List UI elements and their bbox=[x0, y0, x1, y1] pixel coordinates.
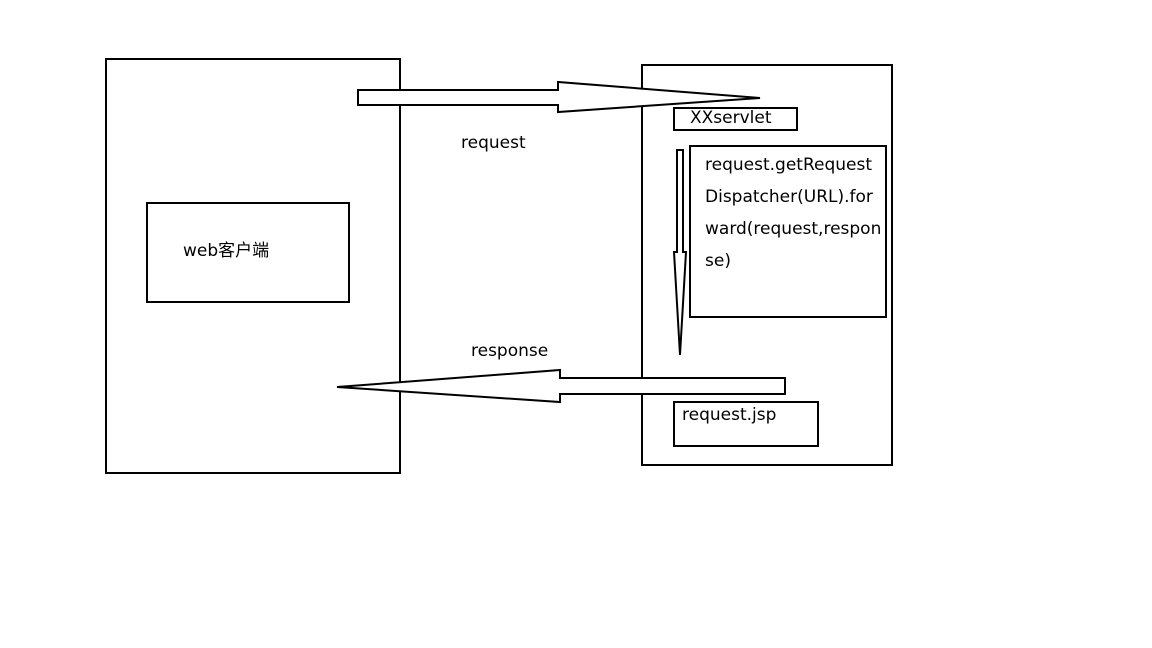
web-client-label: web客户端 bbox=[183, 241, 270, 261]
server-frame bbox=[641, 64, 893, 466]
forward-line-3: ward(request,respon bbox=[705, 219, 882, 239]
request-arrow bbox=[357, 80, 761, 114]
client-frame bbox=[105, 58, 401, 474]
response-label: response bbox=[471, 341, 549, 361]
forward-text: request.getRequest Dispatcher(URL).for w… bbox=[705, 149, 881, 277]
response-arrow bbox=[336, 368, 786, 404]
servlet-box bbox=[673, 107, 798, 131]
request-label: request bbox=[461, 133, 526, 153]
jsp-box bbox=[673, 401, 819, 447]
forward-line-1: request.getRequest bbox=[705, 155, 872, 175]
forward-box bbox=[689, 145, 887, 318]
web-client-box bbox=[146, 202, 350, 303]
forward-arrow bbox=[672, 149, 688, 356]
forward-line-2: Dispatcher(URL).for bbox=[705, 187, 873, 207]
forward-line-4: se) bbox=[705, 251, 731, 271]
jsp-label: request.jsp bbox=[682, 405, 777, 425]
servlet-label: XXservlet bbox=[690, 108, 772, 128]
